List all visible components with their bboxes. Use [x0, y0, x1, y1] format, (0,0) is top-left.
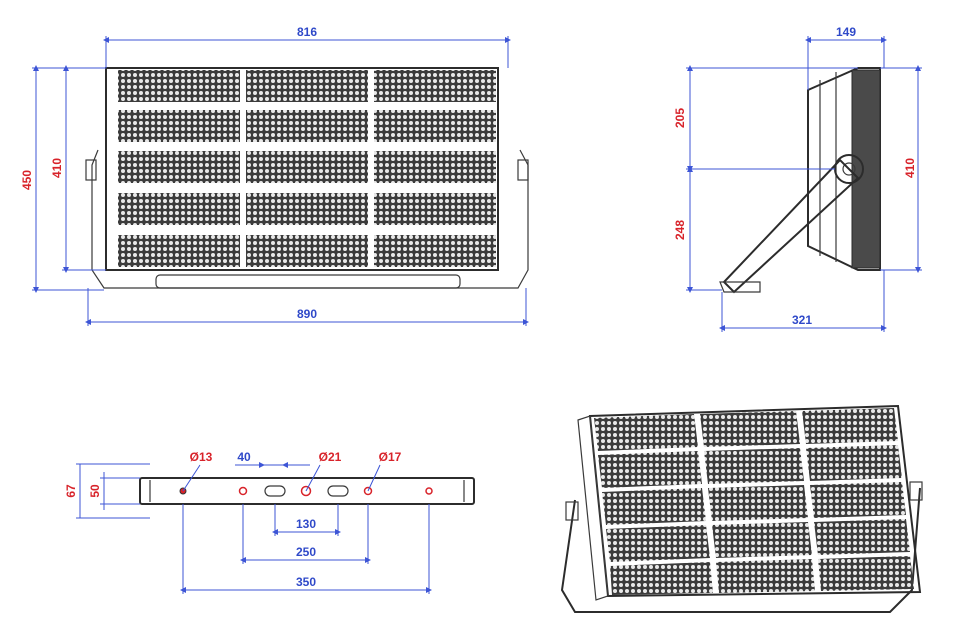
bracket-hole-c: [363, 486, 373, 496]
side-view: 149 205 248 410 321: [673, 25, 922, 332]
front-pivot-left: [85, 159, 97, 181]
iso-pivot-right: [909, 481, 923, 501]
front-view: 816 890 450 410: [20, 25, 529, 326]
side-arm: [722, 158, 860, 294]
front-pivot-right: [517, 159, 529, 181]
dim-front-height-inner: 410: [50, 158, 64, 178]
dim-side-height-total: 410: [903, 158, 917, 178]
dim-bracket-slot-len: 40: [237, 450, 251, 464]
dim-bracket-height-inner: 50: [88, 484, 102, 498]
bracket-hole-b-label: Ø21: [319, 450, 342, 464]
dim-side-depth-base: 321: [792, 313, 812, 327]
dim-bracket-spacing-holes: 250: [296, 545, 316, 559]
iso-led-modules: [594, 408, 914, 595]
side-fins: [851, 69, 881, 269]
bracket-hole-left: [238, 486, 248, 496]
bracket-slot-left: [264, 485, 286, 497]
front-base-bar: [155, 274, 461, 289]
front-led-modules: [118, 70, 496, 267]
dim-side-height-upper: 205: [673, 108, 687, 128]
iso-yoke: [560, 487, 921, 613]
iso-pivot-left: [565, 501, 579, 521]
bracket-hole-c-label: Ø17: [379, 450, 402, 464]
iso-side-face: [577, 415, 609, 601]
bracket-slot-right: [327, 485, 349, 497]
dim-front-width-bottom: 890: [297, 307, 317, 321]
isometric-view: [560, 404, 923, 613]
bracket-view: Ø13 Ø21 Ø17 40 67 50 130 250 350: [64, 450, 475, 594]
dim-bracket-spacing-outer: 350: [296, 575, 316, 589]
dim-side-depth-top: 149: [836, 25, 856, 39]
dim-front-height-outer: 450: [20, 170, 34, 190]
bracket-hole-b: [300, 485, 312, 497]
dim-bracket-spacing-slots: 130: [296, 517, 316, 531]
bracket-hole-a-label: Ø13: [190, 450, 213, 464]
front-housing-outline: [105, 67, 499, 271]
bracket-plate: [139, 477, 475, 505]
side-base: [719, 281, 761, 293]
bracket-hole-right: [425, 487, 433, 495]
dim-front-width-top: 816: [297, 25, 317, 39]
dim-side-height-lower: 248: [673, 220, 687, 240]
dim-bracket-height-outer: 67: [64, 484, 78, 498]
